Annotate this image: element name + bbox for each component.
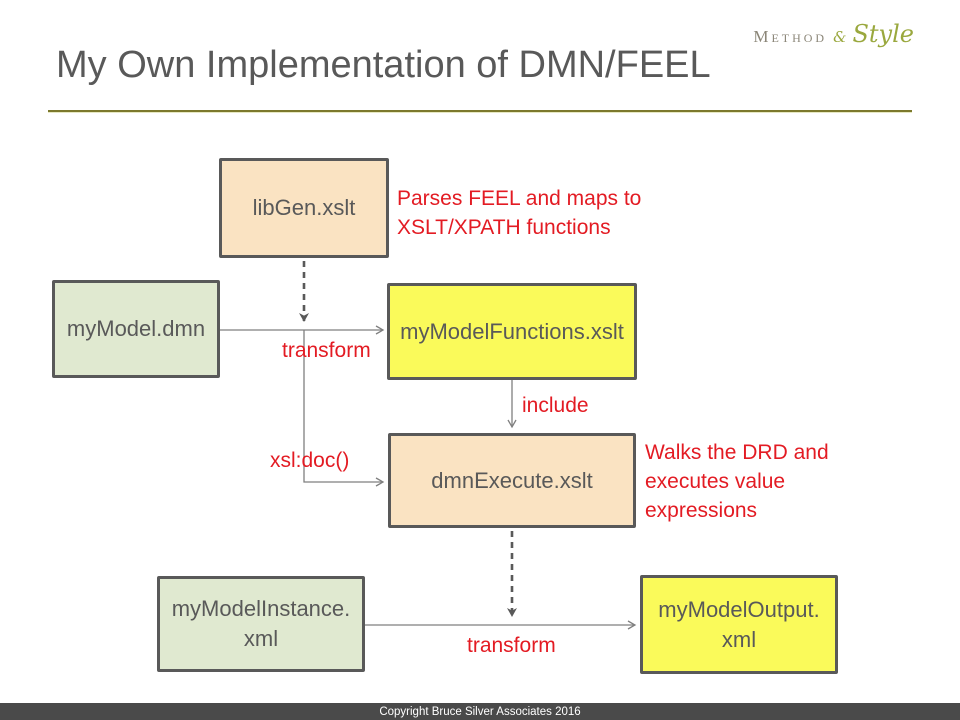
node-mymodelinstance-xml: myModelInstance. xml: [157, 576, 365, 672]
logo-method-text: Method: [753, 27, 828, 46]
node-libgen-xslt: libGen.xslt: [219, 158, 389, 258]
annotation-xsl-doc: xsl:doc(): [270, 449, 350, 472]
connector-mymodel-execute: [303, 330, 385, 487]
annotation-transform-bottom: transform: [467, 634, 556, 657]
node-mymodel-dmn: myModel.dmn: [52, 280, 220, 378]
footer-copyright: Copyright Bruce Silver Associates 2016: [379, 705, 581, 718]
node-mymodelfunctions-xslt: myModelFunctions.xslt: [387, 283, 637, 380]
node-dmnexecute-xslt: dmnExecute.xslt: [388, 433, 636, 528]
logo-style-text: Style: [852, 20, 914, 48]
node-mymodeloutput-xml: myModelOutput. xml: [640, 575, 838, 674]
annotation-transform-top: transform: [282, 339, 371, 362]
logo-ampersand: &: [833, 28, 847, 46]
annotation-include: include: [522, 394, 589, 417]
brand-logo: Method & Style: [753, 22, 914, 47]
footer-bar: Copyright Bruce Silver Associates 2016: [0, 703, 960, 720]
title-divider: [48, 110, 912, 113]
annotation-parses-feel: Parses FEEL and maps to XSLT/XPATH funct…: [397, 187, 642, 239]
slide-title: My Own Implementation of DMN/FEEL: [56, 44, 711, 86]
annotation-walks-drd: Walks the DRD and executes value express…: [645, 441, 829, 522]
